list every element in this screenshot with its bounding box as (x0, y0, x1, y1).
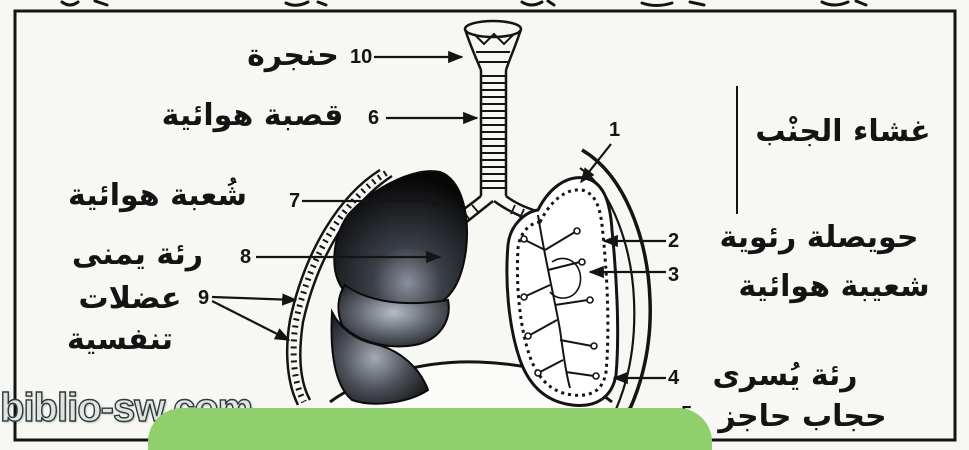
label-bronchiole: شعيبة هوائية (715, 269, 953, 305)
muscles-leader-lower (212, 301, 289, 340)
number-trachea: 6 (368, 107, 379, 129)
trachea (481, 70, 506, 196)
number-respiratory-muscles: 9 (198, 287, 209, 309)
label-alveolus: حويصلة رئوية (688, 220, 950, 256)
label-larynx: حنجرة (238, 38, 348, 74)
pleura-leader (581, 144, 611, 182)
larynx (465, 21, 521, 70)
label-respiratory-muscles-line1: عضلات (65, 281, 195, 317)
number-pleura: 1 (609, 119, 620, 141)
number-larynx: 10 (350, 46, 372, 68)
number-bronchiole: 3 (668, 264, 679, 286)
number-left-lung: 4 (668, 367, 679, 389)
number-right-lung: 8 (240, 246, 251, 268)
trachea-rings (482, 76, 505, 188)
label-diaphragm: حجاب حاجز (705, 399, 900, 435)
number-alveolus: 2 (668, 230, 679, 252)
label-right-lung: رئة يمنى (40, 237, 235, 273)
label-respiratory-muscles-line2: تنفسية (45, 322, 195, 358)
label-pleura: غشاء الجنْب (738, 114, 948, 150)
label-bronchus: شُعبة هوائية (30, 178, 285, 214)
green-overlay-button[interactable] (148, 408, 712, 450)
label-trachea: قصبة هوائية (145, 98, 360, 134)
number-bronchus: 7 (289, 190, 300, 212)
muscles-leader-upper (212, 297, 296, 300)
cropped-heading-fragment (62, 1, 866, 6)
label-left-lung: رئة يُسرى (705, 358, 865, 394)
